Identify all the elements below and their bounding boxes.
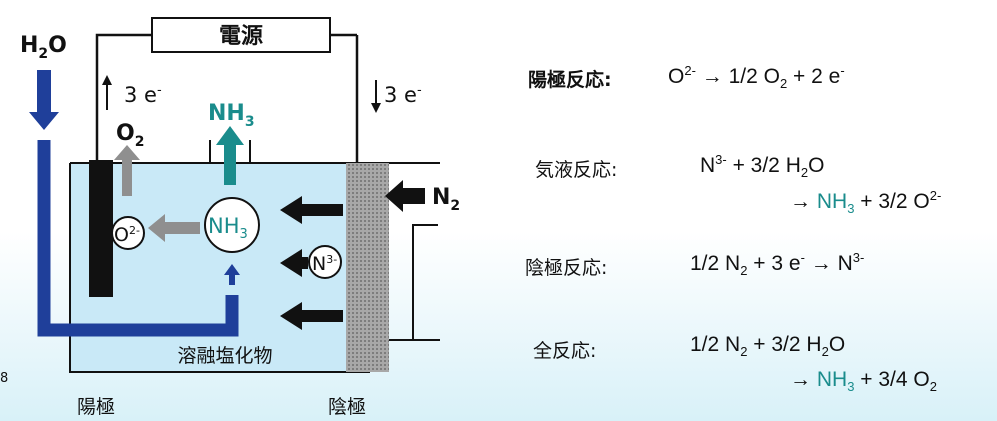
power-source-label: 電源 <box>219 24 263 49</box>
nh3-top-label: NH3 <box>208 101 255 130</box>
reaction-equation: 1/2 N2 + 3 e- → N3- <box>690 250 865 279</box>
anode-label: 陽極 <box>77 396 115 418</box>
reaction-equation-line2: → NH3 + 3/4 O2 <box>790 368 937 395</box>
electron-right-label: 3 e- <box>384 83 422 107</box>
h2o-up-arrow <box>224 264 240 285</box>
electrolyte-label: 溶融塩化物 <box>177 345 272 367</box>
side-mark: 8 <box>0 371 8 386</box>
n3-ion-bubble <box>308 245 342 279</box>
o2-up-arrow <box>114 145 140 196</box>
reaction-equation-line2: → NH3 + 3/2 O2- <box>790 188 942 217</box>
n2-inlet-arrow <box>385 180 425 212</box>
nh3-bubble <box>204 197 260 253</box>
o2-ion-label: O2- <box>114 224 140 246</box>
circuit-wire <box>95 33 359 163</box>
h2o-label: H2O <box>20 33 67 62</box>
ion-flow-arrow-bottom <box>280 302 343 330</box>
reaction-label: 気液反応: <box>535 159 618 181</box>
cathode-mesh <box>346 163 389 372</box>
ion-flow-arrow-top <box>280 196 343 224</box>
reaction-label: 陽極反応: <box>528 69 612 91</box>
ion-flow-arrow-middle <box>280 249 308 277</box>
o2-ion-bubble <box>111 216 145 250</box>
reaction-equation: N3- + 3/2 H2O <box>700 152 825 181</box>
gas-chamber-bracket <box>412 224 438 341</box>
cathode-label: 陰極 <box>328 396 366 418</box>
nh3-chimney <box>209 140 251 163</box>
o2-ion-transfer-arrow <box>148 214 200 242</box>
n2-label: N2 <box>432 185 460 214</box>
power-source-box <box>151 17 331 53</box>
vessel-wall <box>69 163 370 373</box>
n3-ion-label: N3- <box>312 253 337 275</box>
h2o-down-arrow <box>29 70 59 130</box>
h2o-pipe <box>37 140 239 337</box>
reaction-equation: O2- → 1/2 O2 + 2 e- <box>668 63 845 92</box>
electron-left-label: 3 e- <box>124 83 162 107</box>
reaction-label: 全反応: <box>533 340 597 362</box>
nh3-up-arrow <box>216 126 244 185</box>
nh3-bubble-label: NH3 <box>208 214 248 242</box>
o2-label: O2 <box>116 121 144 150</box>
anode-electrode <box>89 160 113 297</box>
reaction-equation: 1/2 N2 + 3/2 H2O <box>690 333 846 360</box>
reaction-label: 陰極反応: <box>525 257 608 279</box>
